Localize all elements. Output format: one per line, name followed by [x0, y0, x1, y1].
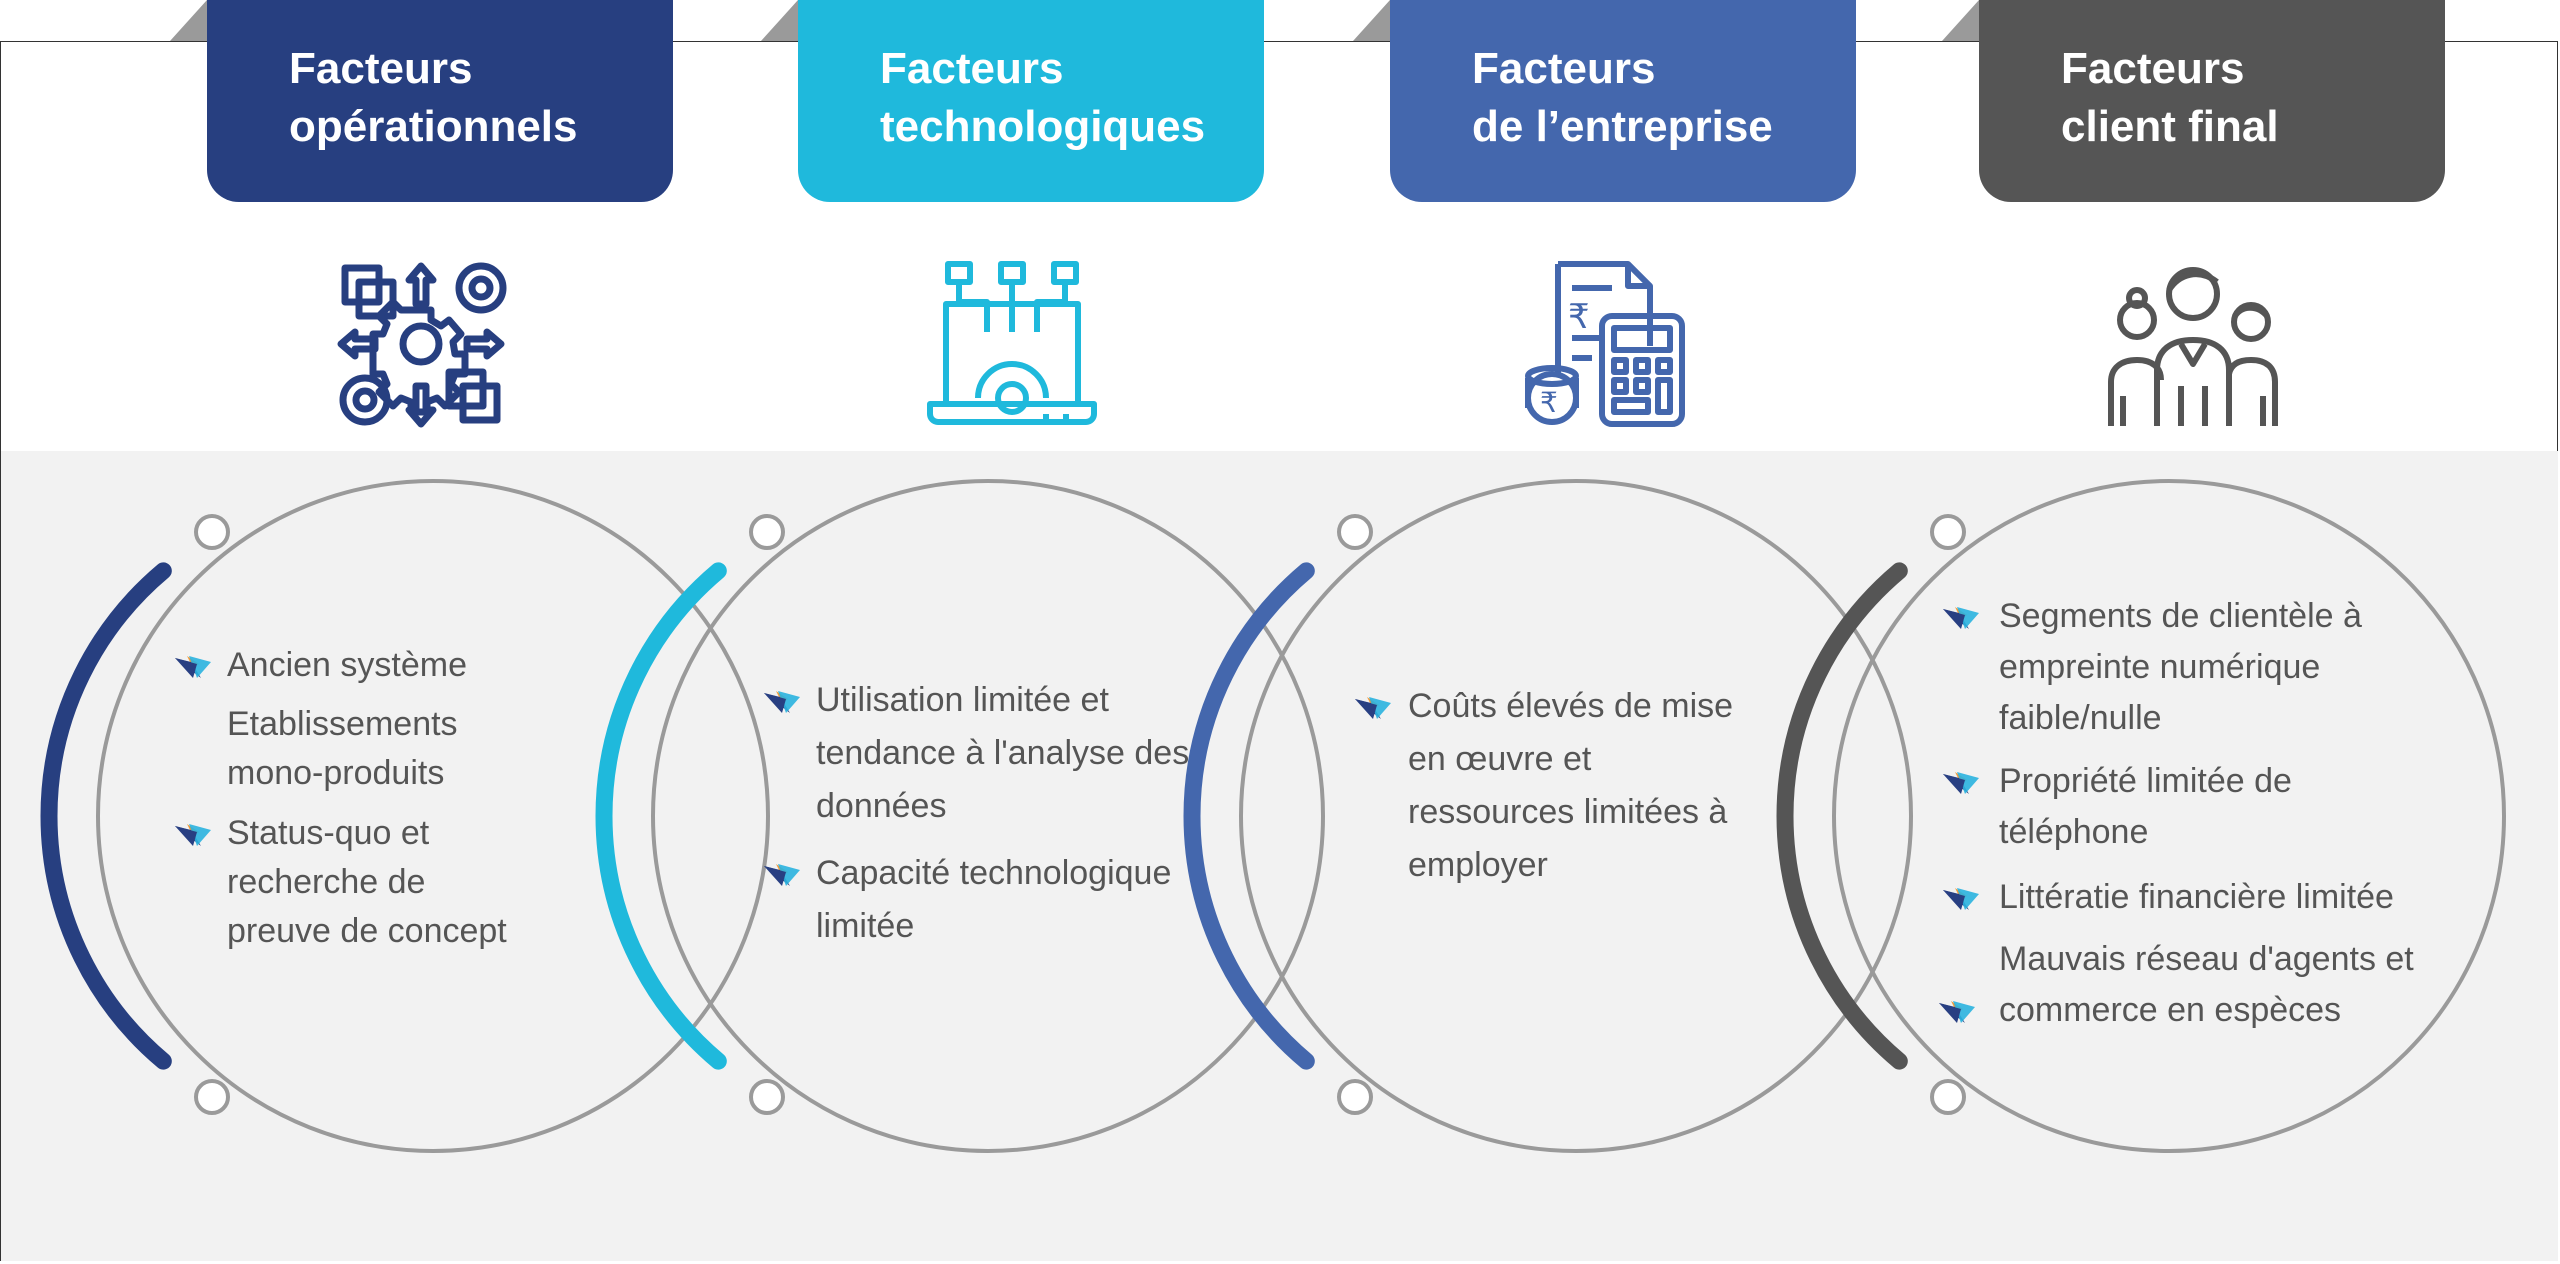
accent-arc: [595, 562, 727, 1070]
connector-node: [749, 514, 785, 550]
factor-item: Mauvais réseau d'agents et commerce en es…: [1999, 934, 2414, 1036]
factor-circle: [1832, 479, 2506, 1153]
factor-circle: [651, 479, 1325, 1153]
factor-item: Littératie financière limitée: [1999, 872, 2394, 923]
accent-arc: [1776, 562, 1908, 1070]
factor-item-line: Capacité technologique: [816, 854, 1172, 892]
factor-item-line: Segments de clientèle à: [1999, 597, 2362, 635]
factor-item: Propriété limitée de téléphone: [1999, 756, 2292, 858]
bullet-arrow-icon: [175, 654, 213, 682]
factor-item-line: données: [816, 787, 947, 825]
header-title-line: technologiques: [880, 102, 1206, 151]
factor-item: Ancien système: [227, 641, 467, 690]
factor-item: Capacité technologique limitée: [816, 847, 1171, 953]
factor-item-line: faible/nulle: [1999, 699, 2162, 737]
factor-item-line: téléphone: [1999, 813, 2149, 851]
people-group-icon: [2107, 258, 2279, 430]
factor-item: Segments de clientèle à empreinte numériq…: [1999, 591, 2362, 744]
header-technological: Facteurs technologiques: [798, 0, 1264, 202]
factor-item-line: commerce en espèces: [1999, 991, 2342, 1029]
bullet-arrow-icon: [764, 689, 802, 717]
factor-circle: [1239, 479, 1913, 1153]
accent-arc: [1183, 562, 1315, 1070]
header-tab-fold: [1353, 0, 1390, 41]
header-tab-fold: [1942, 0, 1979, 41]
factor-item-line: empreinte numérique: [1999, 648, 2321, 686]
header-title-line: Facteurs: [2061, 44, 2245, 93]
factor-item: Etablissements mono-produits: [227, 700, 458, 798]
factor-item-line: Mauvais réseau d'agents et: [1999, 940, 2414, 978]
factor-item-line: Propriété limitée de: [1999, 762, 2292, 800]
factor-item-line: recherche de: [227, 863, 426, 901]
bullet-arrow-icon: [1943, 886, 1981, 914]
header-title-line: opérationnels: [289, 102, 578, 151]
laptop-network-icon: [926, 258, 1098, 430]
factor-item-line: employer: [1408, 846, 1548, 884]
factor-item-line: Ancien système: [227, 646, 467, 684]
factor-item-line: tendance à l'analyse des: [816, 734, 1190, 772]
factor-item: Utilisation limitée et tendance à l'analy…: [816, 674, 1189, 833]
connector-node: [1337, 1079, 1373, 1115]
bullet-arrow-icon: [1943, 770, 1981, 798]
header-enterprise: Facteurs de l’entreprise: [1390, 0, 1856, 202]
factor-item-line: limitée: [816, 907, 915, 945]
bullet-arrow-icon: [1943, 605, 1981, 633]
header-title-line: de l’entreprise: [1472, 102, 1773, 151]
svg-text:₹: ₹: [1540, 386, 1558, 419]
header-title-line: Facteurs: [880, 44, 1064, 93]
invoice-calculator-rupee-icon: ₹₹: [1518, 258, 1690, 430]
header-operational: Facteurs opérationnels: [207, 0, 673, 202]
gear-arrows-icon: [335, 258, 507, 430]
connector-node: [1930, 1079, 1966, 1115]
bullet-arrow-icon: [764, 862, 802, 890]
factor-circle: [96, 479, 770, 1153]
factor-item-line: Etablissements: [227, 705, 458, 743]
svg-text:₹: ₹: [1568, 297, 1590, 337]
accent-arc: [40, 562, 172, 1070]
header-tab-fold: [170, 0, 207, 41]
connector-node: [194, 514, 230, 550]
factor-item-line: Status-quo et: [227, 814, 430, 852]
connector-node: [749, 1079, 785, 1115]
factor-item-line: Coûts élevés de mise: [1408, 687, 1734, 725]
factor-item-line: en œuvre et: [1408, 740, 1592, 778]
factor-item-line: Utilisation limitée et: [816, 681, 1109, 719]
factor-item-line: Littératie financière limitée: [1999, 878, 2394, 916]
connector-node: [1930, 514, 1966, 550]
bullet-arrow-icon: [1355, 695, 1393, 723]
header-title-line: client final: [2061, 102, 2279, 151]
connector-node: [1337, 514, 1373, 550]
header-title-line: Facteurs: [1472, 44, 1656, 93]
header-title-line: Facteurs: [289, 44, 473, 93]
factor-item-line: mono-produits: [227, 754, 445, 792]
header-client: Facteurs client final: [1979, 0, 2445, 202]
factor-item: Status-quo et recherche de preuve de conce…: [227, 809, 507, 956]
factor-item-line: preuve de concept: [227, 912, 507, 950]
factor-item-line: ressources limitées à: [1408, 793, 1728, 831]
bullet-arrow-icon: [1939, 999, 1977, 1027]
header-tab-fold: [761, 0, 798, 41]
connector-node: [194, 1079, 230, 1115]
bullet-arrow-icon: [175, 822, 213, 850]
factor-item: Coûts élevés de mise en œuvre et ressource…: [1408, 680, 1733, 892]
